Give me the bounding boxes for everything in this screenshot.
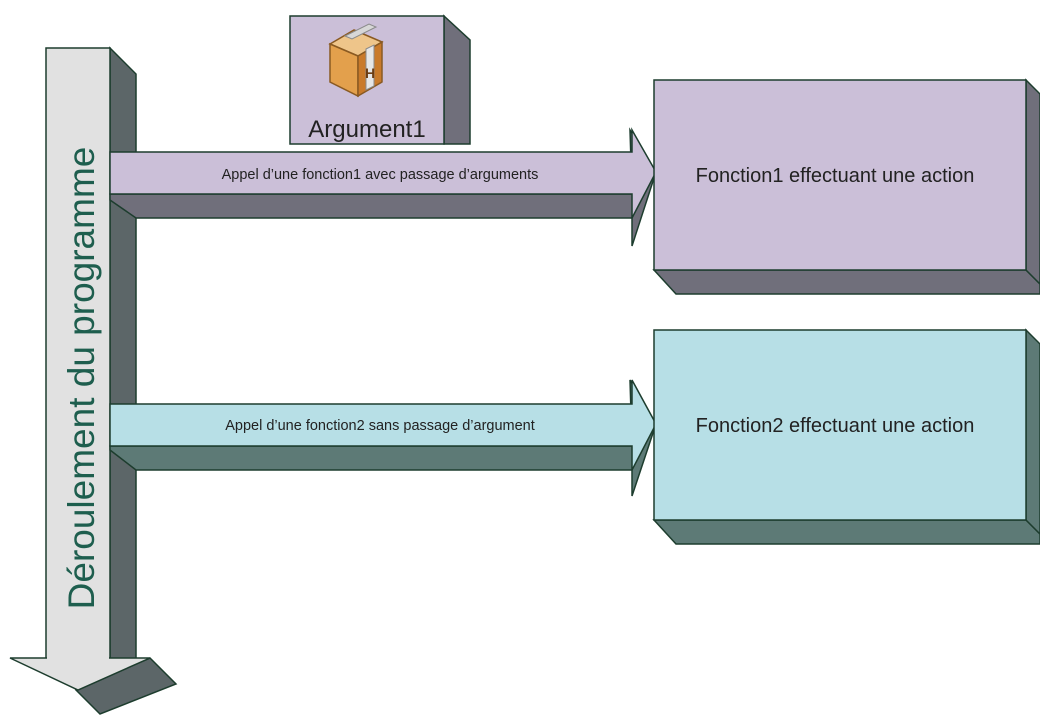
function-box-2-side [652, 519, 1040, 545]
function-box-2-right-side [1025, 328, 1040, 536]
package-icon: H [328, 23, 384, 98]
function-box-1-front [653, 79, 1027, 271]
function-box-1-label: Fonction1 effectuant une action [696, 165, 975, 187]
flow-arrow-shaft [45, 47, 111, 661]
function-box-1-side [652, 269, 1040, 295]
call-arrow-2 [109, 379, 657, 497]
call-arrow-1-body [109, 127, 657, 219]
function-box-1-right-side [1025, 78, 1040, 286]
argument-box-side [443, 14, 471, 145]
call-arrow-1-label: Appel d’une fonction1 avec passage d’arg… [222, 167, 539, 183]
function-box-2-front [653, 329, 1027, 521]
function-box-2-label: Fonction2 effectuant une action [696, 415, 975, 437]
call-arrow-2-body [109, 379, 657, 471]
flow-label: Déroulement du programme [61, 147, 102, 610]
call-arrow-2-label: Appel d’une fonction2 sans passage d’arg… [225, 418, 535, 434]
call-arrow-1 [109, 127, 657, 247]
svg-text:H: H [365, 65, 375, 81]
function-box-2 [652, 328, 1040, 545]
argument-label: Argument1 [308, 116, 425, 143]
flow-arrow-shaft-side [109, 46, 137, 661]
function-box-1 [652, 78, 1040, 295]
